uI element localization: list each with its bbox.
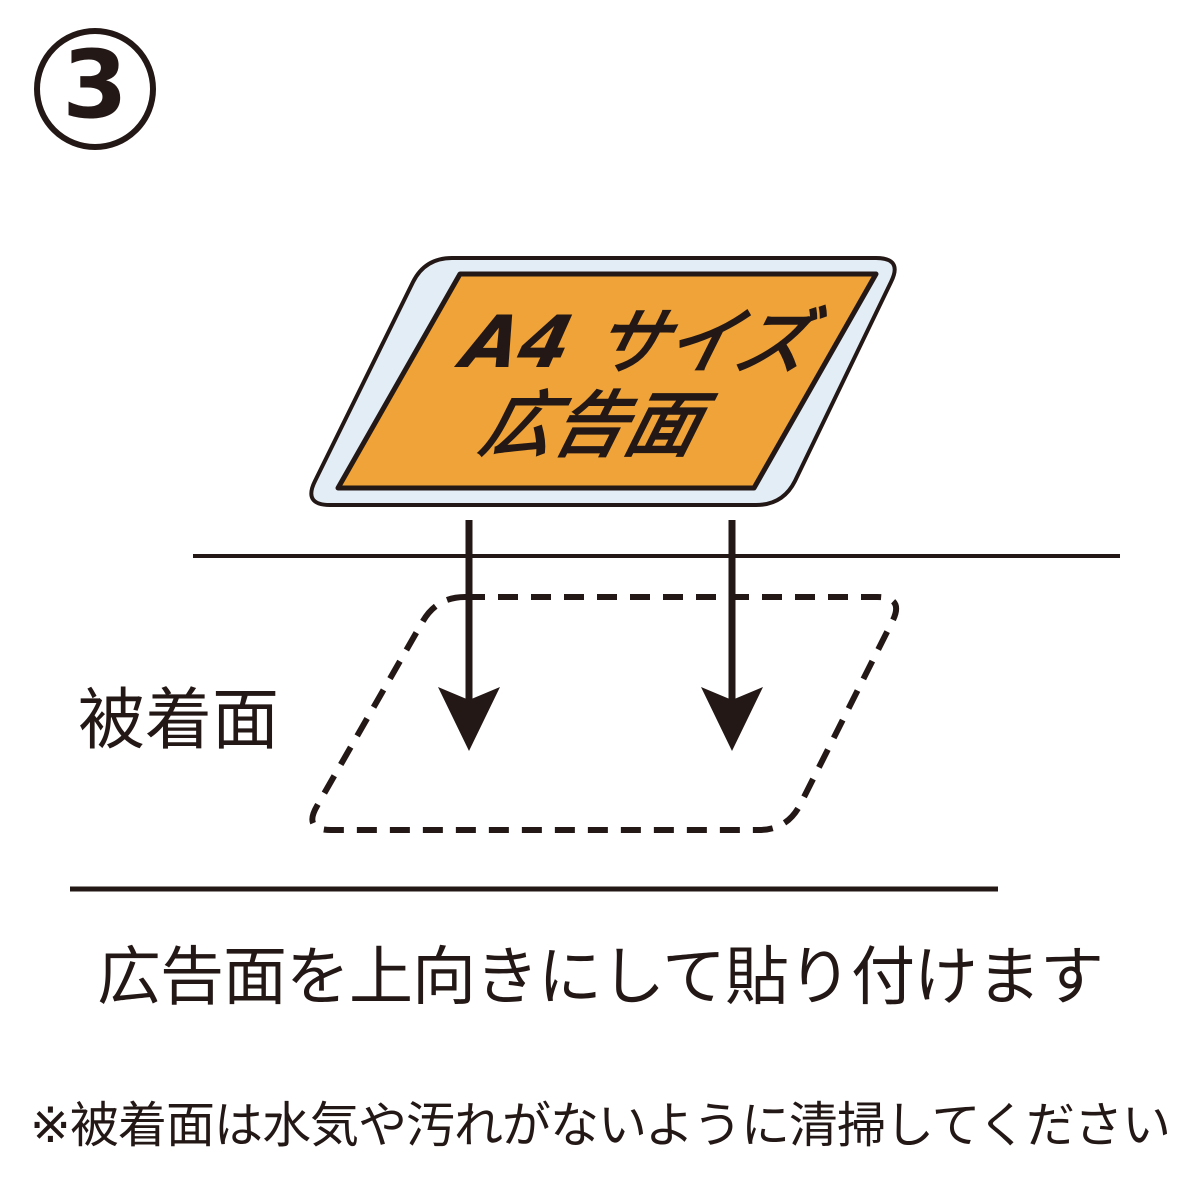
ad-panel-label-line1: A4 サイズ	[449, 301, 831, 385]
down-arrow-right-head	[701, 687, 763, 751]
caption-text: 広告面を上向きにして貼り付けます	[96, 941, 1104, 1015]
down-arrow-right	[701, 520, 763, 751]
down-arrow-left	[438, 520, 500, 751]
target-area-dashed-outline	[309, 594, 899, 833]
ad-panel-face	[335, 271, 879, 491]
step-number: 3	[62, 31, 128, 140]
step-number-badge: 3	[34, 28, 156, 150]
down-arrow-left-head	[438, 687, 500, 751]
ad-panel-label-line1-group: A4 サイズ	[449, 301, 831, 385]
ad-panel-label-line2: 広告面	[473, 384, 722, 468]
ad-panel-label-line2-group: 広告面	[473, 384, 722, 468]
note-text: ※被着面は水気や汚れがないように清掃してください	[29, 1097, 1171, 1154]
surface-label: 被着面	[78, 681, 279, 759]
